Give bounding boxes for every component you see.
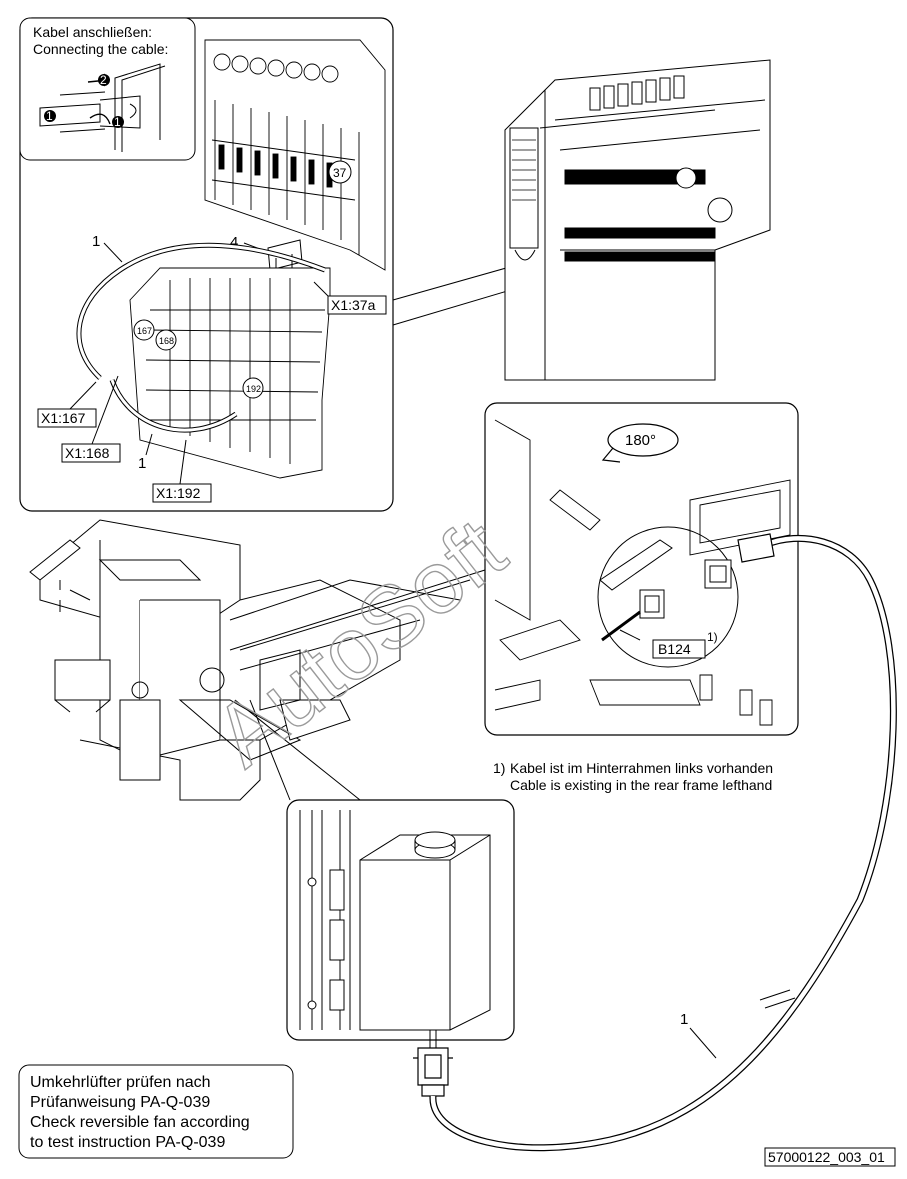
instruction-line-3: Check reversible fan according xyxy=(30,1114,250,1131)
svg-text:X1:37a: X1:37a xyxy=(331,297,376,313)
footnote-de: Kabel ist im Hinterrahmen links vorhande… xyxy=(510,760,773,776)
b124-label: B124 xyxy=(652,639,706,659)
lower-terminal-block xyxy=(129,267,331,479)
step-markers: 2 1 1 xyxy=(44,73,124,129)
callout-cable-1-lower: 1 xyxy=(138,455,146,472)
rear-frame-sketch xyxy=(494,419,791,726)
cable-break-marks xyxy=(759,989,796,1009)
detail-leader xyxy=(229,569,486,651)
svg-text:X1:168: X1:168 xyxy=(65,445,110,461)
label-x1-167: X1:167 xyxy=(37,381,97,428)
upper-terminal-block xyxy=(204,39,386,271)
connector-end-b124 xyxy=(737,533,775,563)
fan-connector-sketch xyxy=(413,1047,453,1097)
instruction-box xyxy=(18,1064,294,1159)
inset-title-de: Kabel anschließen: xyxy=(33,24,152,40)
label-x1-168: X1:168 xyxy=(61,375,121,463)
svg-text:2: 2 xyxy=(100,73,107,87)
terminal-number-37: 37 xyxy=(333,166,347,180)
connector-b124-sketch xyxy=(599,539,732,642)
control-cabinet xyxy=(504,59,771,381)
fan-unit-sketch xyxy=(299,810,491,1051)
fan-leader-1 xyxy=(234,699,361,801)
drawing-number-box xyxy=(764,1147,896,1167)
footnote-en: Cable is existing in the rear frame left… xyxy=(510,777,772,793)
terminal-number-192: 192 xyxy=(246,384,261,394)
label-x1-37a: X1:37a xyxy=(313,281,387,315)
svg-text:X1:167: X1:167 xyxy=(41,410,86,426)
drawing-number: 57000122_003_01 xyxy=(768,1149,885,1165)
terminal-number-168: 168 xyxy=(159,336,174,346)
rotation-label: 180° xyxy=(625,432,656,449)
label-x1-192: X1:192 xyxy=(152,439,212,503)
b124-footnote-ref: 1) xyxy=(707,630,718,644)
svg-text:1: 1 xyxy=(114,115,121,129)
callout-cable-1-long: 1 xyxy=(680,1011,688,1028)
terminal-number-badge xyxy=(328,160,352,184)
instruction-line-1: Umkehrlüfter prüfen nach xyxy=(30,1074,211,1091)
svg-text:B124: B124 xyxy=(658,641,691,657)
rear-frame-assembly xyxy=(29,519,471,801)
terminal-number-167: 167 xyxy=(137,326,152,336)
svg-text:X1:192: X1:192 xyxy=(156,485,201,501)
fan-leader-2 xyxy=(249,699,291,801)
instruction-line-4: to test instruction PA-Q-039 xyxy=(30,1134,225,1151)
footnote-marker: 1) xyxy=(493,760,505,776)
svg-text:1: 1 xyxy=(46,109,53,123)
terminal-badges-lower xyxy=(133,319,264,399)
connector-zoom-circle xyxy=(597,526,739,668)
inset-title-en: Connecting the cable: xyxy=(33,41,168,57)
callout-part-4: 4 xyxy=(230,234,238,251)
callout-cable-1-upper: 1 xyxy=(92,233,100,250)
instruction-line-2: Prüfanweisung PA-Q-039 xyxy=(30,1094,210,1111)
rotation-arrow-icon xyxy=(601,423,679,463)
